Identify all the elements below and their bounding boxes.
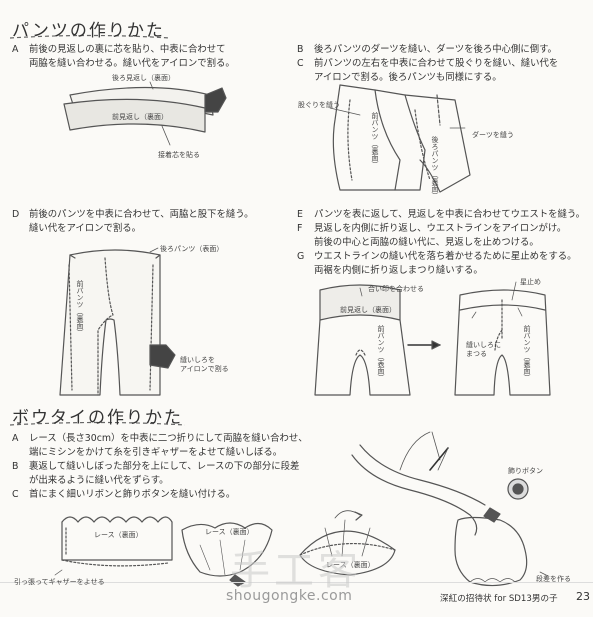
pants-step-f: F 見返しを内側に折り返し、ウエストラインをアイロンがけ。 前後の中心と両脇の縫い… <box>297 222 566 250</box>
bowtie-step-c: C 首にまく細いリボンと飾りボタンを縫い付ける。 <box>12 488 235 502</box>
step-text: ウエストラインの縫い代を落ち着かせるために星止めをする。 <box>314 251 577 262</box>
step-letter: G <box>297 251 305 262</box>
bowtie-section-title: ボウタイの作りかた <box>12 408 183 428</box>
step-letter: E <box>297 209 303 220</box>
gathered-lace-drawing <box>181 522 273 587</box>
label-seam-allowance-iron2: アイロンで割る <box>180 365 229 373</box>
waist-facing-sewn-drawing <box>314 284 441 396</box>
step-letter: B <box>297 44 304 55</box>
label-seam-allowance-iron: 縫いしろを <box>180 356 215 364</box>
bowtie-step-b: B 裏返して縫いしぼった部分を上にして、レースの下の部分に段差 が出来るように縫い… <box>12 460 299 488</box>
label-deco-button: 飾りボタン <box>508 467 543 475</box>
label-seam-allowance-tack: 縫いしろに <box>466 341 501 349</box>
bowtie-step-a: A レース（長さ30cm）を中表に二つ折りにして両脇を縫い合わせ、 端にミシンをか… <box>12 432 308 460</box>
step-text: 裏返して縫いしぼった部分を上にして、レースの下の部分に段差 <box>29 461 300 472</box>
step-text: 後ろパンツのダーツを縫い、ダーツを後ろ中心側に倒す。 <box>314 44 557 55</box>
label-star-stitch: 星止め <box>520 278 541 286</box>
step-letter: C <box>12 489 19 500</box>
label-front-pants-d: 前パンツ（裏面） <box>76 280 84 336</box>
step-text: 端にミシンをかけて糸を引きギャザーをよせて縫いしぼる。 <box>29 447 283 458</box>
label-lace-back: レース（裏面） <box>94 531 143 539</box>
step-text: 前パンツの左右を中表に合わせて股ぐりを縫い、縫い代を <box>314 58 559 69</box>
label-back-pants-d: 後ろパンツ（表面） <box>160 245 224 253</box>
step-text: パンツを表に返して、見返しを中表に合わせてウエストを縫う。 <box>314 209 586 220</box>
watermark-url: shougongke.com <box>226 588 353 604</box>
pants-step-g: G ウエストラインの縫い代を落ち着かせるために星止めをする。 両裾を内側に折り返し… <box>297 250 577 278</box>
neck-ribbon-drawing <box>351 431 549 587</box>
pants-step-e: E パンツを表に返して、見返しを中表に合わせてウエストを縫う。 <box>297 208 585 222</box>
waist-facing-drawing <box>63 81 227 146</box>
step-letter: A <box>12 433 19 444</box>
label-front-facing-e: 前見返し（裏面） <box>340 306 396 314</box>
label-front-pants-g: 前パンツ（裏面） <box>523 325 531 381</box>
pants-side-seam-drawing <box>59 247 176 396</box>
step-text: 両脇を縫い合わせる。縫い代をアイロンで割る。 <box>29 58 235 69</box>
step-text: 見返しを内側に折り返し、ウエストラインをアイロンがけ。 <box>314 223 567 234</box>
step-letter: C <box>297 58 304 69</box>
step-text: 前後の中心と両脇の縫い代に、見返しを止めつける。 <box>314 237 539 248</box>
label-seam-allowance-tack2: まつる <box>466 350 487 358</box>
crotch-seam-drawing <box>329 84 471 193</box>
watermark-logo: 手工客 <box>230 548 362 594</box>
step-text: 前後のパンツを中表に合わせて、両脇と股下を縫う。 <box>29 209 254 220</box>
step-text: 両裾を内側に折り返しまつり縫いする。 <box>314 265 483 276</box>
label-lace-back2: レース（裏面） <box>205 528 254 536</box>
book-title: 深紅の招待状 for SD13男の子 <box>440 594 558 604</box>
pants-step-d: D 前後のパンツを中表に合わせて、両脇と股下を縫う。 縫い代をアイロンで割る。 <box>12 208 253 236</box>
pants-step-a: A 前後の見返しの裏に芯を貼り、中表に合わせて 両脇を縫い合わせる。縫い代をアイロ… <box>12 43 235 71</box>
page-number: 23 <box>576 590 590 603</box>
label-interfacing: 接着芯を貼る <box>158 151 200 159</box>
label-lace-back3: レース（裏面） <box>326 561 375 569</box>
step-letter: B <box>12 461 19 472</box>
label-back-pants-c: 後ろパンツ（裏面） <box>431 136 439 199</box>
step-letter: D <box>12 209 20 220</box>
pants-step-c: C 前パンツの左右を中表に合わせて股ぐりを縫い、縫い代を アイロンで割る。後ろパン… <box>297 57 558 85</box>
step-letter: F <box>297 223 303 234</box>
step-text: 縫い代をアイロンで割る。 <box>29 223 142 234</box>
label-back-facing: 後ろ見返し（裏面） <box>112 74 175 82</box>
step-text: が出来るように縫い代をずらす。 <box>29 475 169 486</box>
label-front-facing: 前見返し（裏面） <box>112 113 168 121</box>
lace-strip-drawing <box>54 516 173 576</box>
pants-section-title: パンツの作りかた <box>12 21 165 41</box>
label-dart-sew: ダーツを縫う <box>472 131 514 139</box>
step-letter: A <box>12 44 19 55</box>
pants-step-b: B 後ろパンツのダーツを縫い、ダーツを後ろ中心側に倒す。 <box>297 43 557 57</box>
tiered-lace-drawing <box>299 510 396 576</box>
finished-pants-drawing <box>454 281 551 396</box>
label-step-tier: 段差を作る <box>536 575 571 583</box>
step-text: レース（長さ30cm）を中表に二つ折りにして両脇を縫い合わせ、 <box>29 433 308 444</box>
label-front-pants-c: 前パンツ（裏面） <box>371 112 379 168</box>
step-text: アイロンで割る。後ろパンツも同様にする。 <box>314 72 502 83</box>
label-crotch-sew: 股ぐりを縫う <box>298 101 340 109</box>
step-text: 前後の見返しの裏に芯を貼り、中表に合わせて <box>29 44 226 55</box>
step-text: 首にまく細いリボンと飾りボタンを縫い付ける。 <box>29 489 236 500</box>
label-front-pants-e: 前パンツ（表面） <box>377 325 385 381</box>
label-pull-gather: 引っ張ってギャザーをよせる <box>14 578 105 586</box>
label-match-marks: 合い印を合わせる <box>368 285 424 293</box>
